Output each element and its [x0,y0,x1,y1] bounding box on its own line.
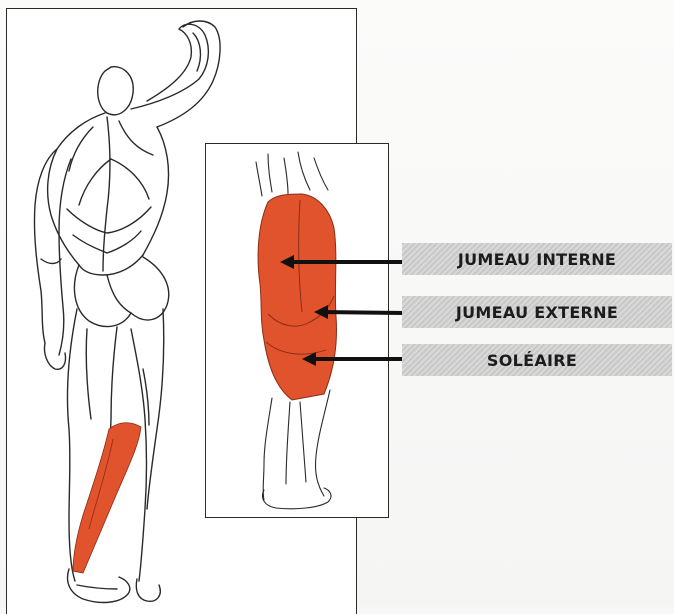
arrowhead-3 [302,352,316,366]
arrowhead-2 [314,305,328,319]
arrow-jumeau-externe [320,312,404,313]
label-text-jumeau-externe: JUMEAU EXTERNE [456,303,618,322]
arrowhead-1 [280,255,294,269]
label-text-soleaire: SOLÉAIRE [487,351,577,370]
label-text-jumeau-interne: JUMEAU INTERNE [458,250,616,269]
label-jumeau-interne: JUMEAU INTERNE [402,243,672,275]
label-jumeau-externe: JUMEAU EXTERNE [402,296,672,328]
label-soleaire: SOLÉAIRE [402,344,672,376]
